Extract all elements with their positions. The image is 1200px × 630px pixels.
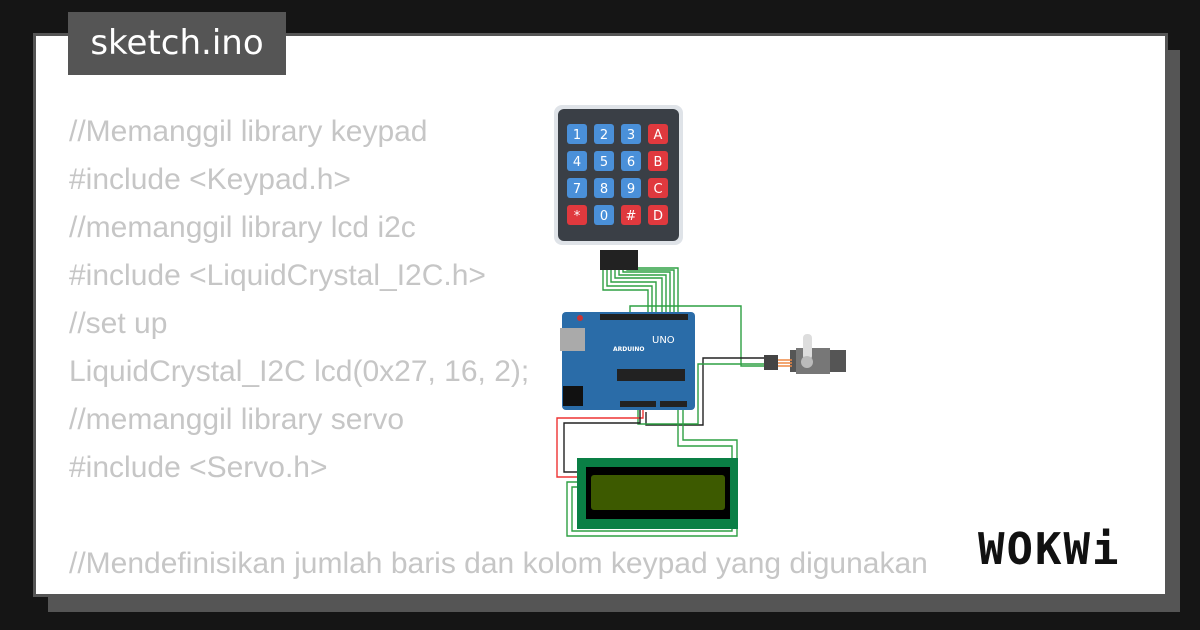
keypad-key-label: 7 <box>573 182 581 197</box>
lcd-vcc-wire <box>556 408 644 478</box>
keypad-key-label: 9 <box>627 182 635 197</box>
keypad-key[interactable]: 4 <box>567 151 587 171</box>
code-line: LiquidCrystal_I2C lcd(0x27, 16, 2); <box>69 355 530 388</box>
arduino-brand-label: ARDUINO <box>613 346 644 353</box>
servo-signal-wire <box>629 305 765 367</box>
keypad-key[interactable]: * <box>567 205 587 225</box>
keypad-key-label: 3 <box>627 128 635 143</box>
keypad-key-label: 4 <box>573 155 581 170</box>
code-line: //Mendefinisikan jumlah baris dan kolom … <box>69 547 928 580</box>
code-line: #include <LiquidCrystal_I2C.h> <box>69 259 486 292</box>
code-line: //memanggil library lcd i2c <box>69 211 416 244</box>
lcd-16x2[interactable] <box>577 458 738 529</box>
keypad-key[interactable]: C <box>648 178 668 198</box>
keypad-key[interactable]: 8 <box>594 178 614 198</box>
keypad-key-label: 5 <box>600 155 608 170</box>
keypad-key[interactable]: 2 <box>594 124 614 144</box>
keypad-key-label: # <box>626 209 637 224</box>
lcd-scl-wire <box>566 405 738 537</box>
keypad-key[interactable]: 1 <box>567 124 587 144</box>
keypad[interactable]: 1 2 3 A 4 5 6 B 7 8 9 C * 0 # D <box>554 105 683 270</box>
keypad-key-label: A <box>654 128 663 143</box>
arduino-model-label: UNO <box>652 335 675 346</box>
code-line: //set up <box>69 307 168 340</box>
keypad-key[interactable]: 6 <box>621 151 641 171</box>
code-line: //Memanggil library keypad <box>69 115 428 148</box>
keypad-key[interactable]: 7 <box>567 178 587 198</box>
servo-gnd-wire <box>645 357 765 426</box>
keypad-key-label: C <box>653 182 662 197</box>
wires <box>556 267 765 537</box>
servo-motor[interactable] <box>764 334 846 374</box>
file-title: sketch.ino <box>68 12 286 75</box>
keypad-key-label: 8 <box>600 182 608 197</box>
keypad-key[interactable]: 3 <box>621 124 641 144</box>
code-text: //Memanggil library keypad #include <Keyp… <box>69 108 928 594</box>
keypad-key-label: * <box>574 209 581 224</box>
keypad-key-label: 1 <box>573 128 581 143</box>
keypad-key-label: 6 <box>627 155 635 170</box>
keypad-key[interactable]: 0 <box>594 205 614 225</box>
keypad-key-label: D <box>653 209 663 224</box>
keypad-key[interactable]: 5 <box>594 151 614 171</box>
keypad-key[interactable]: D <box>648 205 668 225</box>
code-line: //memanggil library servo <box>69 403 405 436</box>
keypad-key[interactable]: B <box>648 151 668 171</box>
code-line: #include <Keypad.h> <box>69 163 351 196</box>
keypad-key-label: B <box>654 155 663 170</box>
keypad-key[interactable]: A <box>648 124 668 144</box>
wokwi-logo: WOKWi <box>978 524 1121 575</box>
lcd-gnd-wire <box>563 408 641 473</box>
keypad-key-label: 2 <box>600 128 608 143</box>
lcd-sda-wire <box>571 405 733 532</box>
keypad-key[interactable]: # <box>621 205 641 225</box>
keypad-wires <box>602 267 679 322</box>
keypad-key-label: 0 <box>600 209 608 224</box>
keypad-key[interactable]: 9 <box>621 178 641 198</box>
code-line: #include <Servo.h> <box>69 451 328 484</box>
arduino-uno[interactable]: ARDUINO UNO <box>560 312 695 410</box>
